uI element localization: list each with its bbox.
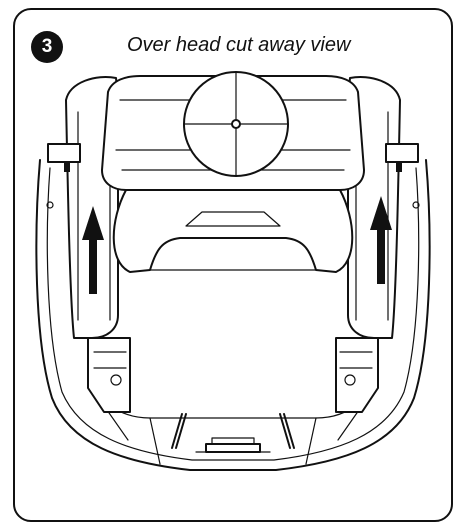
base-tray — [35, 159, 431, 471]
up-arrow-left-icon — [82, 206, 104, 294]
up-arrow-right-icon — [370, 196, 392, 284]
head-frame — [101, 71, 365, 273]
caption-title: Over head cut away view — [127, 34, 351, 56]
hinge-brackets — [87, 337, 379, 413]
step-number-badge: 3 — [31, 31, 63, 63]
